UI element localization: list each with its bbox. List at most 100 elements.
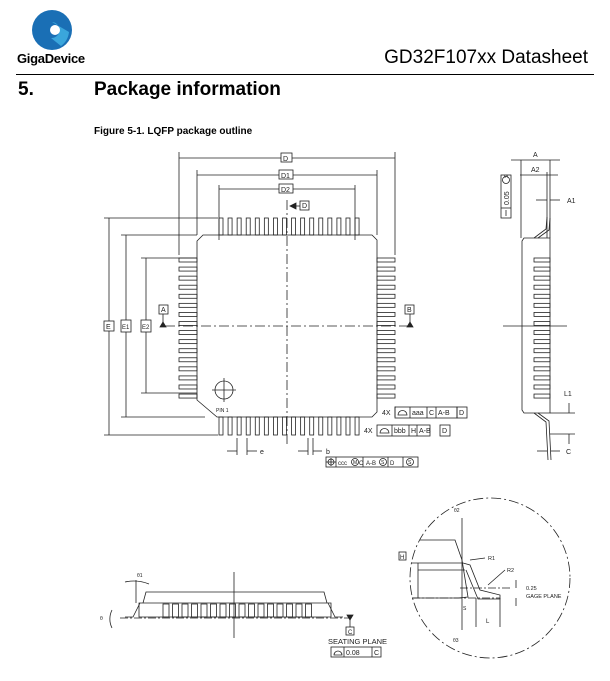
lead [305, 603, 312, 618]
lead [191, 603, 198, 618]
lead [263, 217, 269, 236]
seating-plane-label: SEATING PLANE [328, 637, 387, 646]
flatness-value: 0.05 [504, 191, 511, 205]
lead [178, 393, 198, 399]
top-view: PIN 1 D D1 D2 D E E1 E2 A B e b 4X aaa C… [103, 152, 468, 468]
svg-text:A-B: A-B [438, 410, 450, 417]
lead [318, 416, 324, 436]
lead [376, 266, 396, 272]
pin1-label: PIN 1 [216, 408, 229, 414]
lead [533, 257, 551, 263]
datum-B: B [407, 307, 412, 314]
tolerance-frame-ccc: ccc M C A-B S D S [325, 456, 419, 468]
lead [229, 603, 236, 618]
lead [327, 416, 333, 436]
lead [248, 603, 255, 618]
dim-L: L [486, 619, 490, 625]
header-divider [16, 74, 594, 75]
brand-name: GigaDevice [17, 51, 85, 66]
lead [178, 339, 198, 345]
datum-H: H [400, 555, 404, 561]
lead [178, 275, 198, 281]
lead [300, 217, 306, 236]
radius-R1: R1 [488, 556, 495, 562]
lead [282, 217, 287, 236]
lead [345, 217, 351, 236]
lead [327, 217, 333, 236]
lead [376, 357, 396, 363]
gauge-dim: 0.25 [526, 586, 537, 592]
svg-text:4X: 4X [382, 410, 391, 417]
lead [273, 217, 278, 236]
lead [336, 416, 342, 436]
lead [533, 339, 551, 345]
svg-text:D: D [390, 461, 395, 467]
lead-detail-view: H θ2 θ3 R1 R2 0.25 GAGE PLANE L S [398, 497, 571, 659]
lead [376, 312, 396, 317]
angle-theta2: θ2 [454, 508, 460, 514]
lead [533, 357, 551, 363]
lead [178, 266, 198, 272]
lead [257, 603, 265, 618]
lead [376, 366, 396, 372]
dim-A2: A2 [531, 167, 540, 174]
svg-text:S: S [381, 460, 385, 466]
lead [376, 275, 396, 281]
dim-D: D [283, 156, 288, 163]
side-view: A A2 A1 0.05 S L1 C [500, 152, 576, 461]
lead [227, 416, 233, 436]
lead [227, 217, 233, 236]
lead [245, 217, 251, 236]
lead [376, 384, 396, 390]
angle-theta: θ [100, 616, 103, 622]
lead [178, 330, 198, 335]
figure-caption: Figure 5-1. LQFP package outline [94, 126, 253, 137]
svg-text:M: M [353, 460, 357, 466]
lead [254, 217, 260, 236]
lead [178, 357, 198, 363]
lead [533, 266, 551, 272]
svg-text:4X: 4X [364, 428, 373, 435]
datum-A: A [161, 307, 166, 314]
angle-theta3: θ3 [453, 638, 459, 644]
coplanarity-value: 0.08 [346, 650, 360, 657]
svg-text:A-B: A-B [419, 428, 431, 435]
lead [181, 603, 189, 618]
angle-theta1: θ1 [137, 573, 143, 579]
lead [533, 302, 551, 308]
lead [178, 293, 198, 299]
dim-E: E [106, 324, 111, 331]
lead [376, 339, 396, 345]
svg-text:bbb: bbb [394, 428, 406, 435]
lead [200, 603, 208, 618]
lead [376, 321, 396, 326]
lead [236, 416, 242, 436]
lead [263, 416, 269, 436]
lead [376, 284, 396, 290]
lead [219, 603, 227, 618]
lead [345, 416, 351, 436]
front-view: θ1 θ C SEATING PLANE 0.08 C [100, 572, 387, 658]
lead [376, 257, 396, 263]
svg-text:C: C [359, 461, 364, 467]
lead [376, 375, 396, 381]
lead [273, 416, 278, 436]
lead [276, 603, 284, 618]
dim-E2: E2 [142, 325, 150, 331]
lead [376, 393, 396, 399]
svg-text:ccc: ccc [338, 461, 347, 467]
svg-text:S: S [504, 174, 510, 178]
gigadevice-logo-icon [32, 10, 72, 50]
tolerance-frame-aaa: 4X aaa C A-B D [382, 406, 468, 419]
lead [295, 603, 303, 618]
lead [376, 330, 396, 335]
lead [178, 284, 198, 290]
svg-text:A-B: A-B [366, 461, 376, 467]
svg-text:D: D [459, 410, 464, 417]
svg-text:S: S [408, 460, 412, 466]
lead [533, 384, 551, 390]
lead [218, 416, 224, 436]
lead [336, 217, 342, 236]
lead [533, 375, 551, 381]
